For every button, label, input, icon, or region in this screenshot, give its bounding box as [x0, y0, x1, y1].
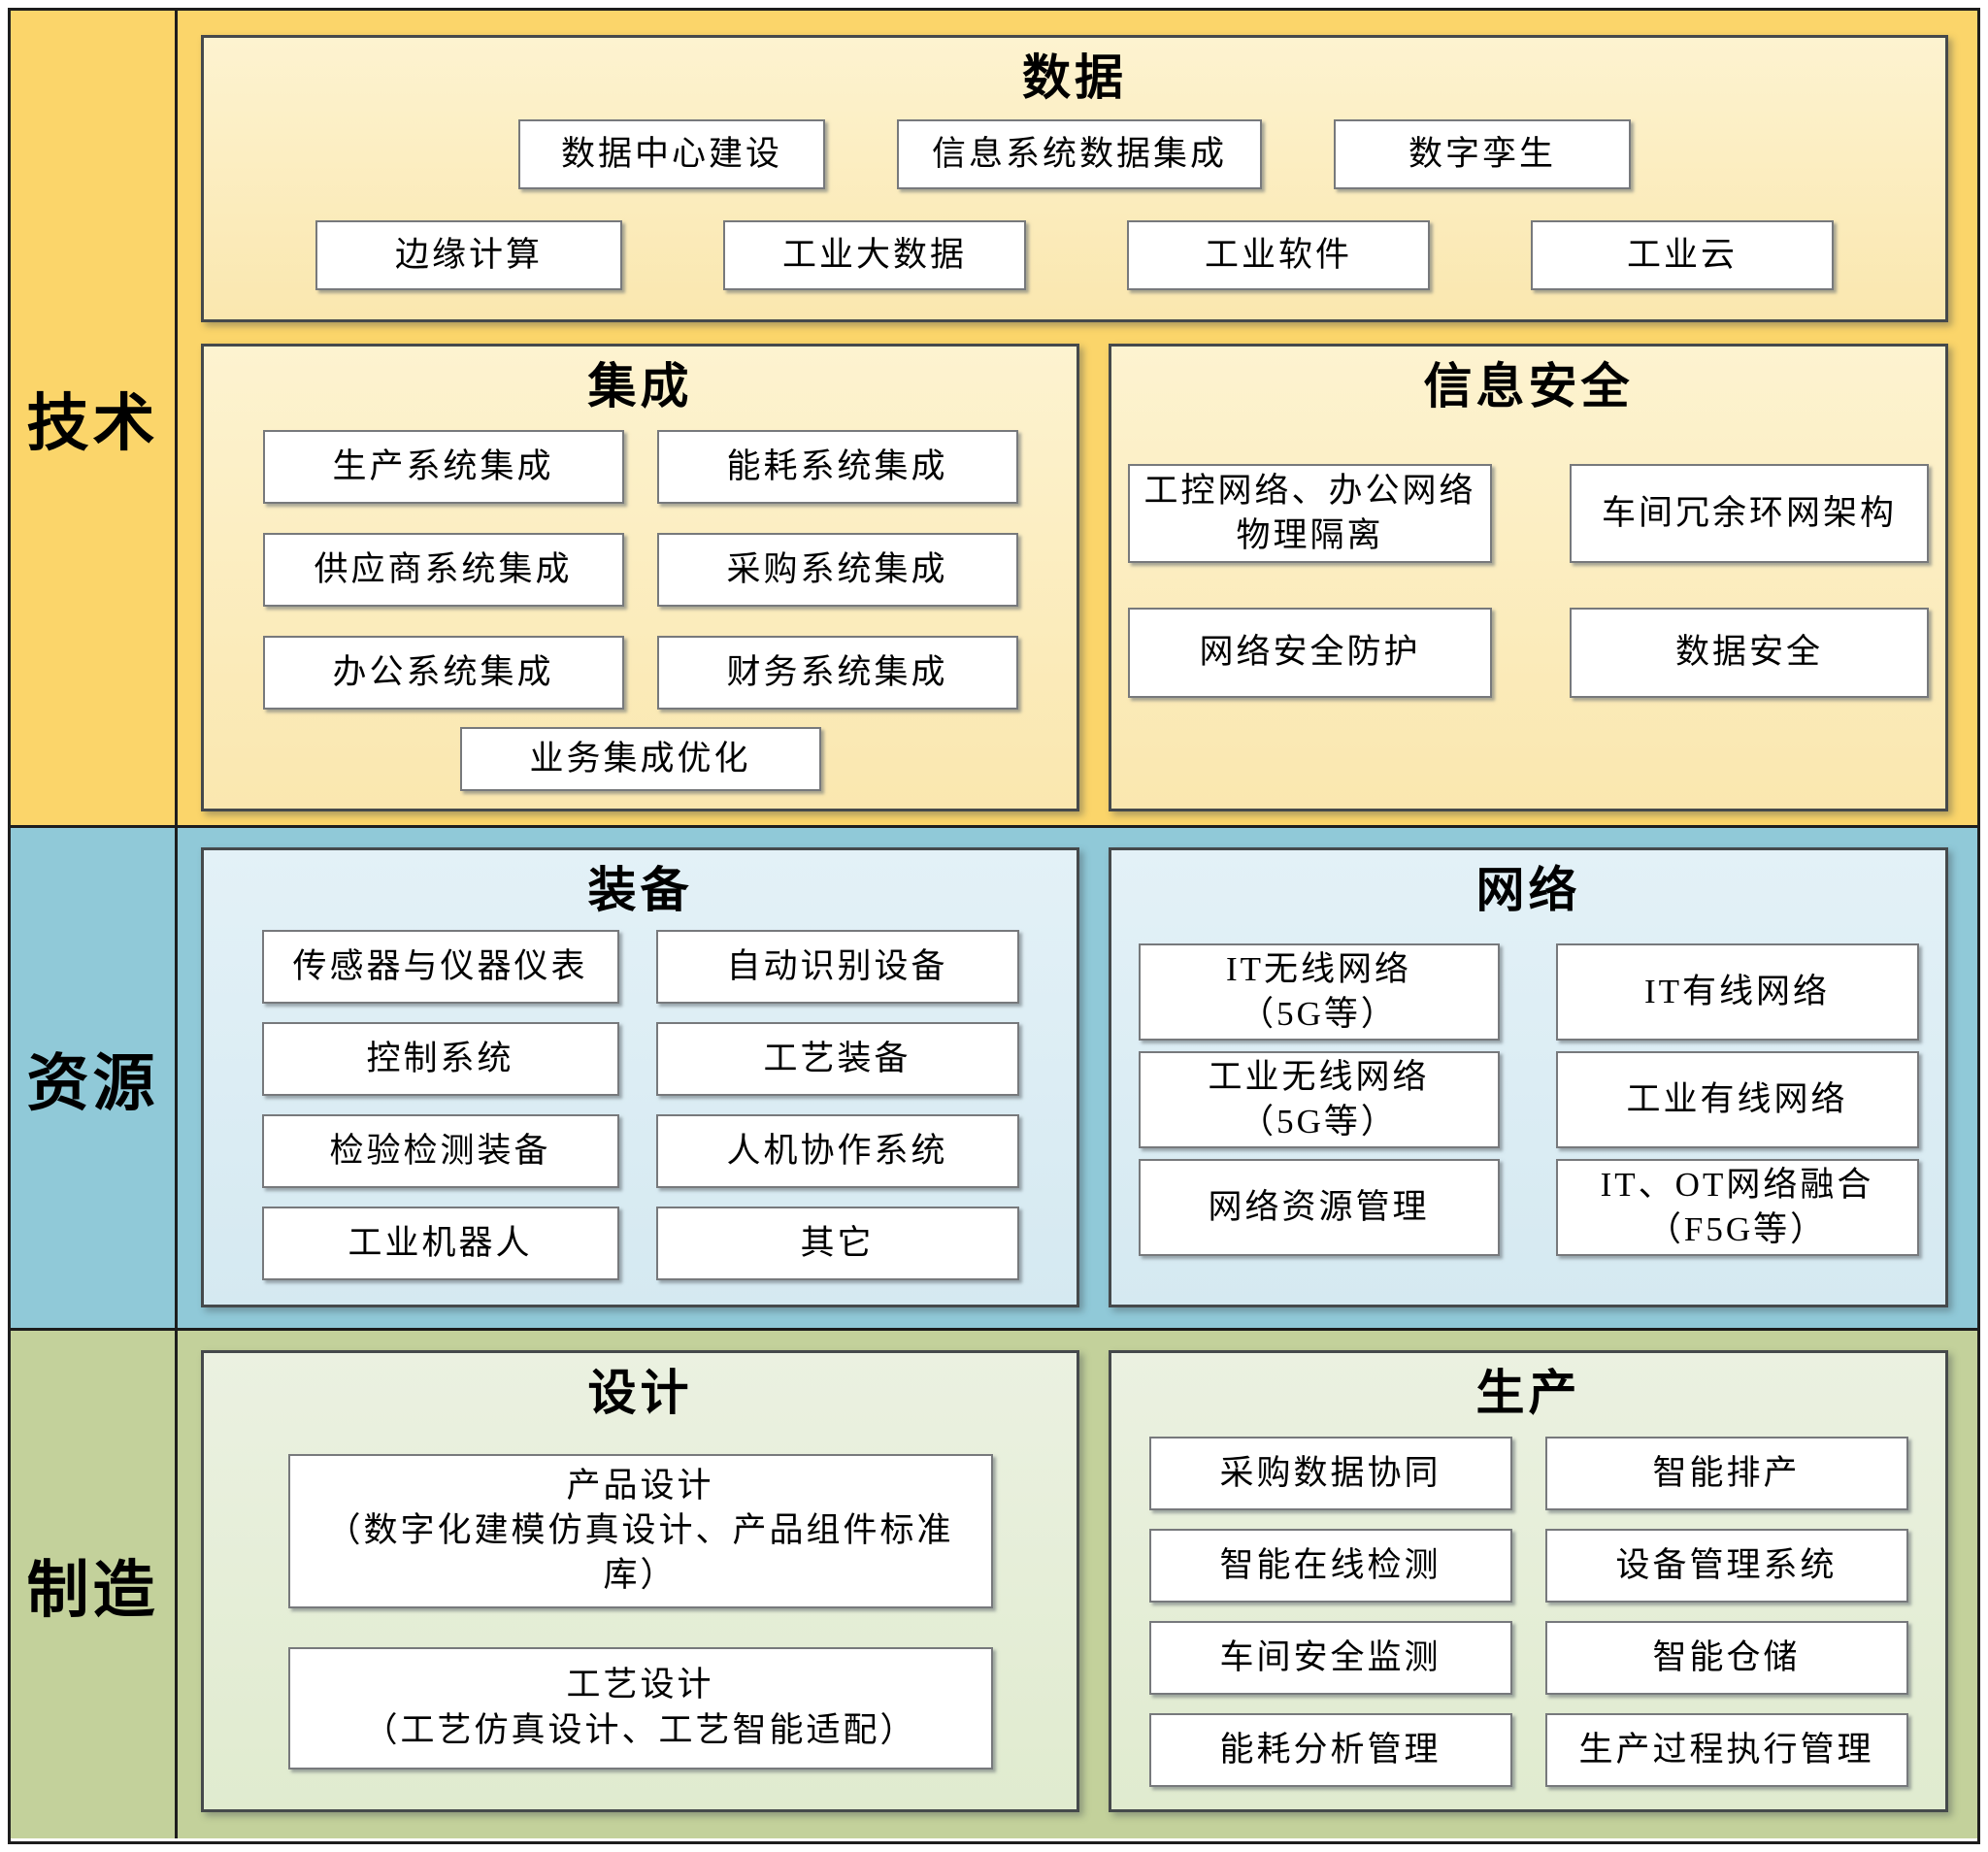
panel-equipment: 装备 传感器与仪器仪表 自动识别设备 控制系统 工艺装备 检验检测装备 人机协作…	[201, 847, 1079, 1307]
network-grid: IT无线网络 （5G等） IT有线网络 工业无线网络 （5G等） 工业有线网络 …	[1111, 943, 1945, 1256]
smart-manufacturing-diagram: 技术 数据 数据中心建设 信息系统数据集成 数字孪生 边缘计算 工业大数据 工业…	[8, 8, 1980, 1844]
band-resource: 资源 装备 传感器与仪器仪表 自动识别设备 控制系统 工艺装备 检验检测装备 人…	[11, 828, 1977, 1331]
item-box: 工业大数据	[723, 220, 1026, 290]
item-box: 工业云	[1531, 220, 1834, 290]
item-box: 智能排产	[1544, 1437, 1908, 1510]
band-mfg-content: 设计 产品设计 （数字化建模仿真设计、产品组件标准库） 工艺设计 （工艺仿真设计…	[178, 1331, 1977, 1838]
item-box: 网络资源管理	[1138, 1159, 1500, 1256]
item-box: 能耗系统集成	[656, 430, 1018, 504]
integration-grid: 生产系统集成 能耗系统集成 供应商系统集成 采购系统集成 办公系统集成 财务系统…	[204, 430, 1077, 710]
item-box: 工业软件	[1127, 220, 1430, 290]
item-box: IT、OT网络融合 （F5G等）	[1555, 1159, 1919, 1256]
item-box: 车间安全监测	[1148, 1621, 1512, 1695]
item-box: 自动识别设备	[655, 930, 1019, 1004]
tech-lower-panels: 集成 生产系统集成 能耗系统集成 供应商系统集成 采购系统集成 办公系统集成 财…	[201, 344, 1948, 811]
band-resource-label: 资源	[11, 828, 178, 1328]
item-box: 办公系统集成	[262, 636, 624, 710]
item-box: 设备管理系统	[1544, 1529, 1908, 1603]
item-box: 车间冗余环网架构	[1570, 464, 1929, 563]
panel-integration-title: 集成	[587, 359, 693, 413]
item-box: 智能仓储	[1544, 1621, 1908, 1695]
item-box: 业务集成优化	[459, 727, 821, 791]
security-grid: 工控网络、办公网络 物理隔离 车间冗余环网架构 网络安全防护 数据安全	[1111, 464, 1945, 698]
panel-data: 数据 数据中心建设 信息系统数据集成 数字孪生 边缘计算 工业大数据 工业软件 …	[201, 35, 1948, 322]
panel-design-title: 设计	[587, 1366, 693, 1420]
item-box: 工业机器人	[261, 1207, 619, 1280]
band-resource-content: 装备 传感器与仪器仪表 自动识别设备 控制系统 工艺装备 检验检测装备 人机协作…	[178, 828, 1977, 1328]
item-box: 供应商系统集成	[262, 533, 624, 607]
item-box: 采购系统集成	[656, 533, 1018, 607]
panel-production: 生产 采购数据协同 智能排产 智能在线检测 设备管理系统 车间安全监测 智能仓储…	[1109, 1350, 1948, 1812]
panel-security: 信息安全 工控网络、办公网络 物理隔离 车间冗余环网架构 网络安全防护 数据安全	[1109, 344, 1948, 811]
production-grid: 采购数据协同 智能排产 智能在线检测 设备管理系统 车间安全监测 智能仓储 能耗…	[1111, 1437, 1945, 1787]
band-mfg-label: 制造	[11, 1331, 178, 1838]
mfg-panels: 设计 产品设计 （数字化建模仿真设计、产品组件标准库） 工艺设计 （工艺仿真设计…	[201, 1350, 1948, 1812]
panel-data-title: 数据	[1022, 50, 1127, 105]
item-box: 生产过程执行管理	[1544, 1713, 1908, 1787]
item-box: 其它	[655, 1207, 1019, 1280]
band-mfg: 制造 设计 产品设计 （数字化建模仿真设计、产品组件标准库） 工艺设计 （工艺仿…	[11, 1331, 1977, 1838]
design-stack: 产品设计 （数字化建模仿真设计、产品组件标准库） 工艺设计 （工艺仿真设计、工艺…	[204, 1454, 1077, 1769]
item-box: 工业无线网络 （5G等）	[1138, 1051, 1500, 1148]
panel-network: 网络 IT无线网络 （5G等） IT有线网络 工业无线网络 （5G等） 工业有线…	[1109, 847, 1948, 1307]
item-box: 产品设计 （数字化建模仿真设计、产品组件标准库）	[287, 1454, 993, 1608]
panel-production-title: 生产	[1475, 1366, 1581, 1420]
item-box: 能耗分析管理	[1148, 1713, 1512, 1787]
data-row-1: 数据中心建设 信息系统数据集成 数字孪生	[204, 119, 1945, 189]
band-tech-label: 技术	[11, 11, 178, 825]
item-box: 边缘计算	[315, 220, 622, 290]
item-box: 控制系统	[261, 1022, 619, 1096]
item-box: 采购数据协同	[1148, 1437, 1512, 1510]
panel-integration: 集成 生产系统集成 能耗系统集成 供应商系统集成 采购系统集成 办公系统集成 财…	[201, 344, 1079, 811]
panel-equipment-title: 装备	[587, 863, 693, 917]
band-tech-content: 数据 数据中心建设 信息系统数据集成 数字孪生 边缘计算 工业大数据 工业软件 …	[178, 11, 1977, 825]
item-box: 工控网络、办公网络 物理隔离	[1128, 464, 1492, 563]
resource-panels: 装备 传感器与仪器仪表 自动识别设备 控制系统 工艺装备 检验检测装备 人机协作…	[201, 847, 1948, 1307]
item-box: 数字孪生	[1334, 119, 1631, 189]
item-box: IT无线网络 （5G等）	[1138, 943, 1500, 1041]
item-box: 生产系统集成	[262, 430, 624, 504]
panel-security-title: 信息安全	[1423, 359, 1634, 413]
item-box: 传感器与仪器仪表	[261, 930, 619, 1004]
item-box: 工业有线网络	[1555, 1051, 1919, 1148]
panel-design: 设计 产品设计 （数字化建模仿真设计、产品组件标准库） 工艺设计 （工艺仿真设计…	[201, 1350, 1079, 1812]
item-box: IT有线网络	[1555, 943, 1919, 1041]
item-box: 工艺设计 （工艺仿真设计、工艺智能适配）	[287, 1646, 993, 1769]
item-box: 网络安全防护	[1128, 608, 1492, 698]
panel-network-title: 网络	[1475, 863, 1581, 917]
equipment-grid: 传感器与仪器仪表 自动识别设备 控制系统 工艺装备 检验检测装备 人机协作系统 …	[204, 930, 1077, 1280]
item-box: 信息系统数据集成	[897, 119, 1262, 189]
item-box: 检验检测装备	[261, 1114, 619, 1188]
item-box: 数据中心建设	[518, 119, 825, 189]
item-box: 工艺装备	[655, 1022, 1019, 1096]
data-row-2: 边缘计算 工业大数据 工业软件 工业云	[204, 220, 1945, 290]
band-tech: 技术 数据 数据中心建设 信息系统数据集成 数字孪生 边缘计算 工业大数据 工业…	[11, 11, 1977, 828]
item-box: 人机协作系统	[655, 1114, 1019, 1188]
item-box: 数据安全	[1570, 608, 1929, 698]
item-box: 智能在线检测	[1148, 1529, 1512, 1603]
item-box: 财务系统集成	[656, 636, 1018, 710]
